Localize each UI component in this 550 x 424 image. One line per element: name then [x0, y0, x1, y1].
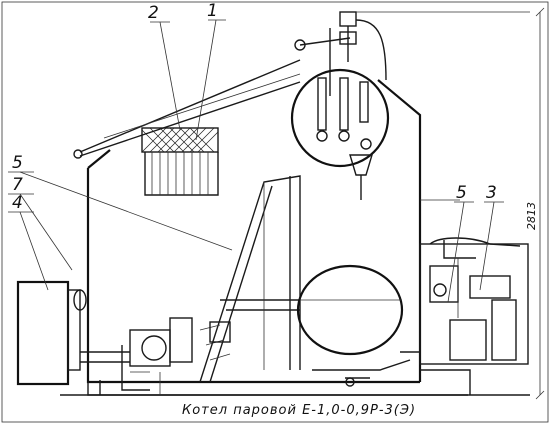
- stay-rods: [73, 37, 351, 159]
- callout-2: 2: [148, 3, 159, 23]
- callout-5-left: 5: [12, 153, 23, 173]
- burner-assembly: [419, 199, 529, 365]
- callout-leaders: [8, 19, 504, 303]
- steam-valve: [339, 11, 530, 81]
- callout-7: 7: [12, 175, 23, 195]
- bottom-piping: [99, 345, 471, 395]
- upper-drum: [290, 68, 390, 200]
- drawing-caption: Котел паровой Е-1,0-0,9Р-3(Э): [182, 403, 416, 418]
- dimension-height-label: 2813: [525, 202, 538, 230]
- feed-pump-unit: [16, 280, 231, 386]
- height-dimension: 2813: [525, 7, 545, 400]
- callout-4: 4: [12, 193, 23, 213]
- access-ladder: [199, 175, 301, 383]
- insulation-section: [141, 127, 219, 196]
- lower-drum: [296, 264, 404, 356]
- callout-3: 3: [486, 183, 497, 203]
- callout-5-right: 5: [456, 183, 467, 203]
- callout-1: 1: [207, 1, 218, 21]
